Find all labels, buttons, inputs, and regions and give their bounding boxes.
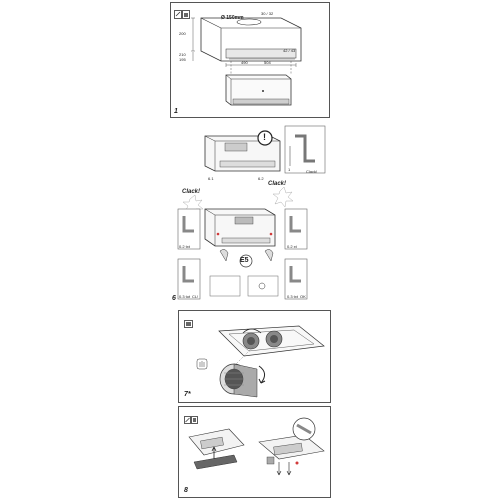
diameter-label: Ø 150mm (221, 15, 244, 21)
charcoal-filter-icon (184, 315, 193, 333)
filter-icon (184, 411, 198, 429)
tool-icon (174, 6, 190, 24)
clack-right: Clack! (268, 181, 287, 187)
dim-height: 200 (179, 31, 186, 36)
e5-label: E5 (240, 257, 249, 264)
inset-mid-right: 0.2 xt (287, 244, 297, 249)
filter-replacement-drawing (188, 417, 325, 476)
ok-small: OK (300, 294, 306, 299)
cl-small: CL! (192, 294, 199, 299)
inset-bottom-right: 0.3 txt (287, 294, 298, 299)
panel-3: 7* (178, 310, 331, 403)
dim-right-low: 42 / 43 (283, 48, 296, 53)
callout-b: 6.2 (258, 176, 264, 181)
dim-small-1: 210 (179, 52, 186, 57)
panel-2: ! Clack! Clack! E5 6.1 6.2 1 0.2 txt 0.2… (170, 121, 330, 305)
panel-number: 6 (172, 295, 176, 302)
clack-left: Clack! (182, 189, 201, 195)
panel-4: 8 (178, 406, 331, 498)
filter-drawing (196, 325, 325, 398)
inset-mid-left: 0.2 txt (179, 244, 190, 249)
clack-small: Clack! (306, 169, 318, 174)
dim-width-outer: 504 (264, 60, 271, 65)
dim-small-2: 195 (179, 57, 186, 62)
panel-number: 1 (174, 108, 178, 115)
dim-top-right: 30 / 32 (261, 11, 274, 16)
installation-drawing (177, 125, 326, 300)
panel-1: Ø 150mm 30 / 32 200 210 195 490 504 42 /… (170, 2, 330, 118)
dim-width-inner: 490 (241, 60, 248, 65)
callout-a: 6.1 (208, 176, 214, 181)
panel-number: 7* (184, 391, 191, 398)
inset-bottom-left: 0.3 tot (179, 294, 191, 299)
inset-top-right: 1 (288, 167, 291, 172)
panel-number: 8 (184, 487, 188, 494)
hood-drawing-1 (191, 17, 302, 106)
warning-icon: ! (263, 132, 266, 142)
